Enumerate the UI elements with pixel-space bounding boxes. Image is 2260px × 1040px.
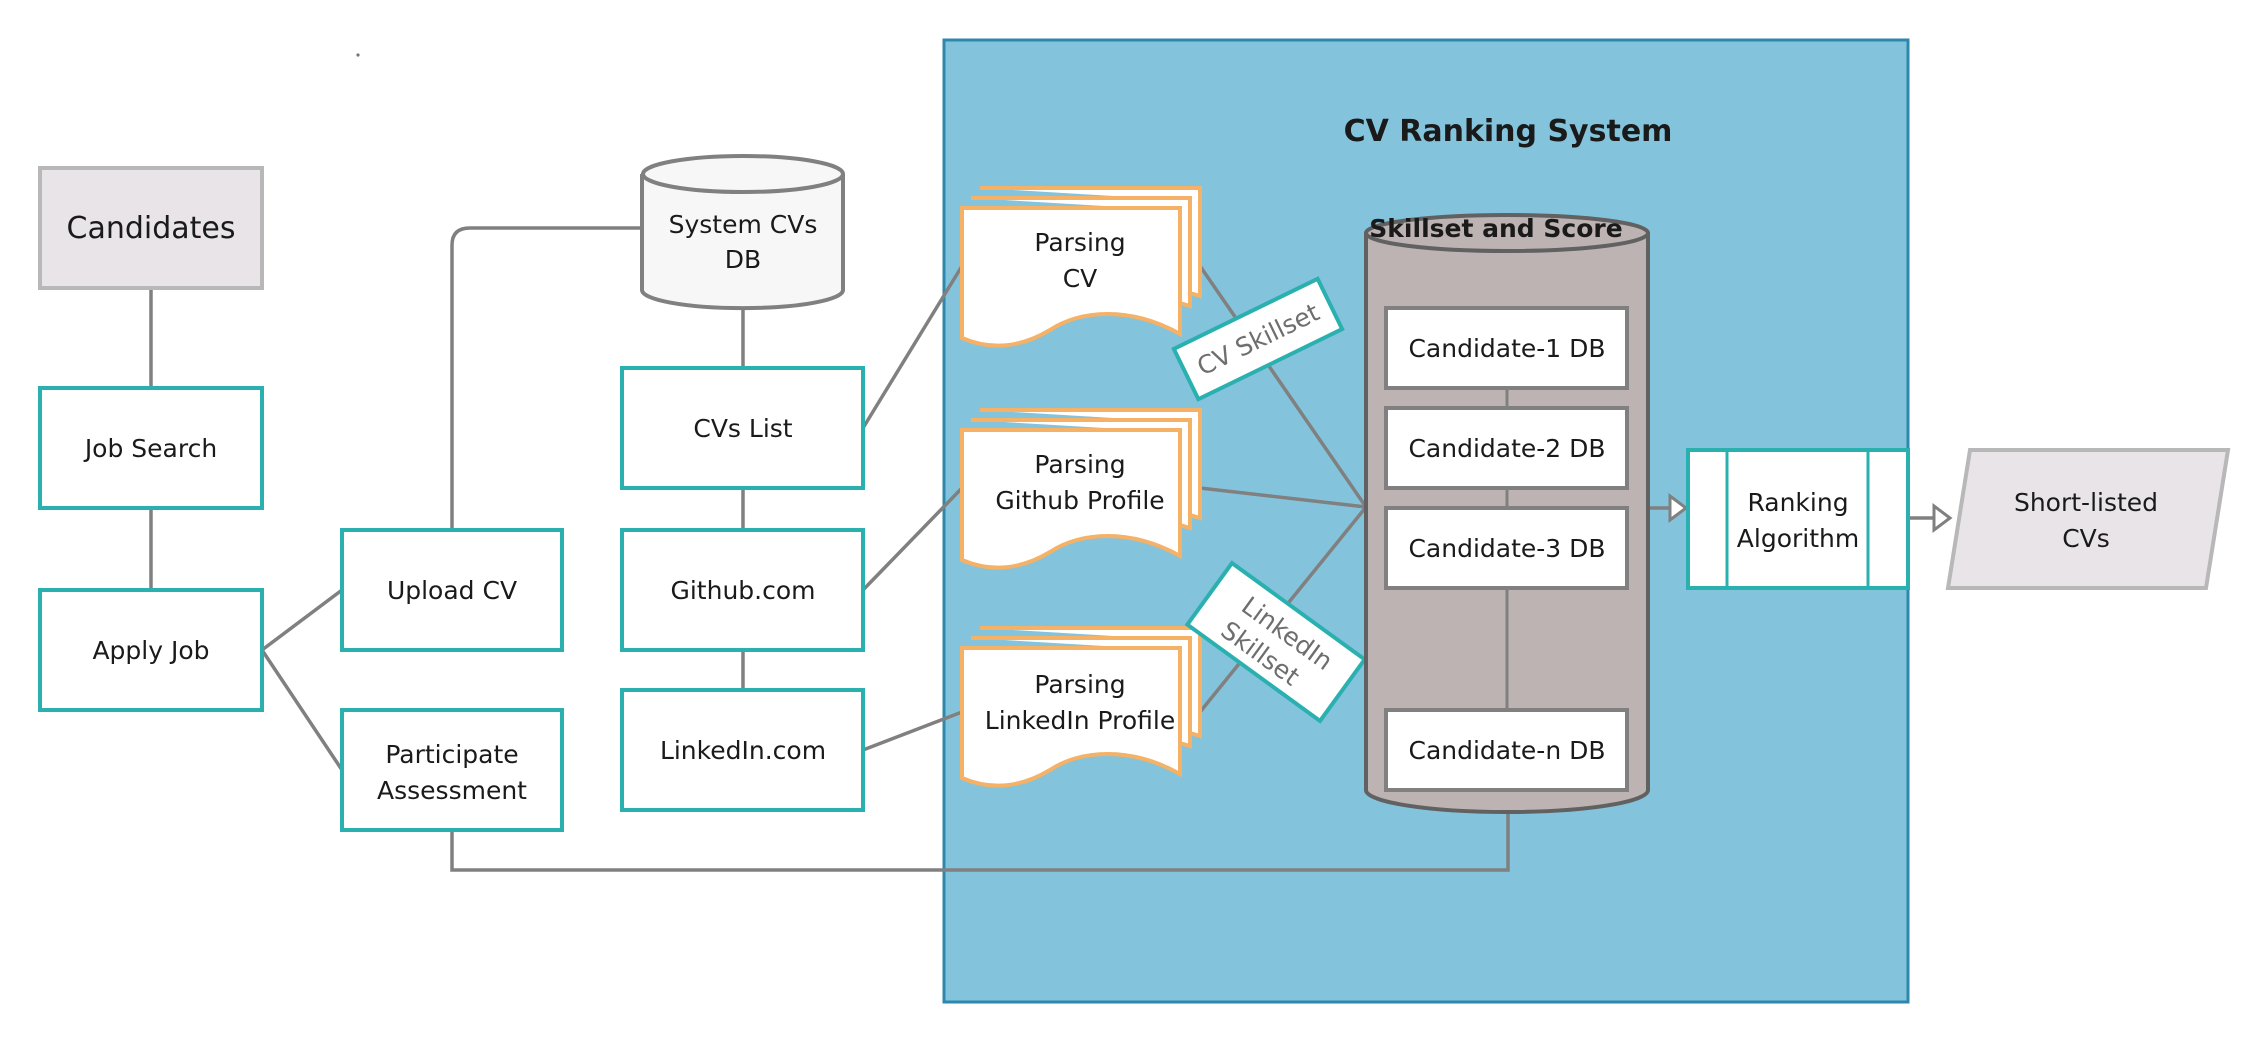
parsing-cv-label-line2: CV (1063, 264, 1098, 293)
candidates-node[interactable]: Candidates (38, 166, 264, 290)
candidates-label: Candidates (67, 211, 236, 246)
candidate-db-label: Candidate-1 DB (1408, 334, 1605, 363)
skillset-score-label: Skillset and Score (1369, 214, 1622, 243)
candidate-db-item[interactable]: Candidate-3 DB (1384, 506, 1629, 590)
participate-assessment-node[interactable]: Participate Assessment (340, 708, 564, 832)
parsing-github-label-line2: Github Profile (995, 486, 1164, 515)
system-cvs-db-label-line1: System CVs (669, 210, 818, 239)
connector-parsingcv-skilldb (1198, 265, 1368, 508)
participate-assessment-label-line1: Participate (385, 740, 518, 769)
candidate-db-item[interactable]: Candidate-1 DB (1384, 306, 1629, 390)
short-listed-cvs-label-line1: Short-listed (2014, 488, 2158, 517)
system-cvs-db-node[interactable]: System CVs DB (640, 154, 845, 311)
linkedin-label: LinkedIn.com (660, 736, 826, 765)
parsing-linkedin-node[interactable]: Parsing LinkedIn Profile (960, 626, 1202, 788)
parsing-linkedin-label-line1: Parsing (1034, 670, 1125, 699)
upload-cv-label: Upload CV (387, 576, 517, 605)
job-search-label: Job Search (83, 434, 217, 463)
connector-parsinggithub-skilldb (1199, 486, 1367, 509)
container-title: CV Ranking System (1344, 114, 1673, 149)
parsing-github-node[interactable]: Parsing Github Profile (960, 408, 1202, 570)
candidate-db-label: Candidate-n DB (1408, 736, 1605, 765)
parsing-github-label-line1: Parsing (1034, 450, 1125, 479)
short-listed-cvs-node[interactable]: Short-listed CVs (1945, 448, 2231, 590)
parsing-cv-label-line1: Parsing (1034, 228, 1125, 257)
connector-github-parsinggithub (861, 486, 964, 592)
parsing-cv-node[interactable]: Parsing CV (960, 186, 1202, 348)
apply-job-node[interactable]: Apply Job (38, 588, 264, 712)
connector-uploadcv-systemdb (450, 226, 642, 530)
upload-cv-node[interactable]: Upload CV (340, 528, 564, 652)
connector-linkedin-parsinglinkedin (862, 710, 963, 752)
apply-job-label: Apply Job (92, 636, 209, 665)
ranking-algorithm-label-line2: Algorithm (1737, 524, 1859, 553)
connector-applyjob-assessment (260, 649, 344, 771)
candidate-db-label: Candidate-3 DB (1408, 534, 1605, 563)
system-cvs-db-label-line2: DB (725, 245, 761, 274)
linkedin-node[interactable]: LinkedIn.com (620, 688, 865, 812)
parsing-linkedin-label-line2: LinkedIn Profile (985, 706, 1175, 735)
connector-assessment-skilldb (450, 812, 1510, 872)
participate-assessment-label-line2: Assessment (377, 776, 527, 805)
connector-cvslist-parsingcv (861, 265, 964, 429)
candidate-db-item[interactable]: Candidate-2 DB (1384, 406, 1629, 490)
github-label: Github.com (670, 576, 815, 605)
cvs-list-label: CVs List (693, 414, 792, 443)
cvs-list-node[interactable]: CVs List (620, 366, 865, 490)
connectors (149, 226, 1936, 872)
job-search-node[interactable]: Job Search (38, 386, 264, 510)
short-listed-cvs-label-line2: CVs (2062, 524, 2110, 553)
candidate-db-item[interactable]: Candidate-n DB (1384, 708, 1629, 792)
candidate-db-label: Candidate-2 DB (1408, 434, 1605, 463)
connector-applyjob-uploadcv (260, 588, 344, 652)
github-node[interactable]: Github.com (620, 528, 865, 652)
arrowhead-to-output-icon (1932, 503, 1953, 533)
ranking-algorithm-label-line1: Ranking (1747, 488, 1848, 517)
ranking-algorithm-node[interactable]: Ranking Algorithm (1686, 448, 1910, 590)
stray-dot (356, 53, 360, 57)
skillset-score-db-node[interactable]: Skillset and Score Candidate-1 DB Candid… (1364, 213, 1650, 814)
arrowhead-to-ranking-icon (1668, 493, 1689, 523)
